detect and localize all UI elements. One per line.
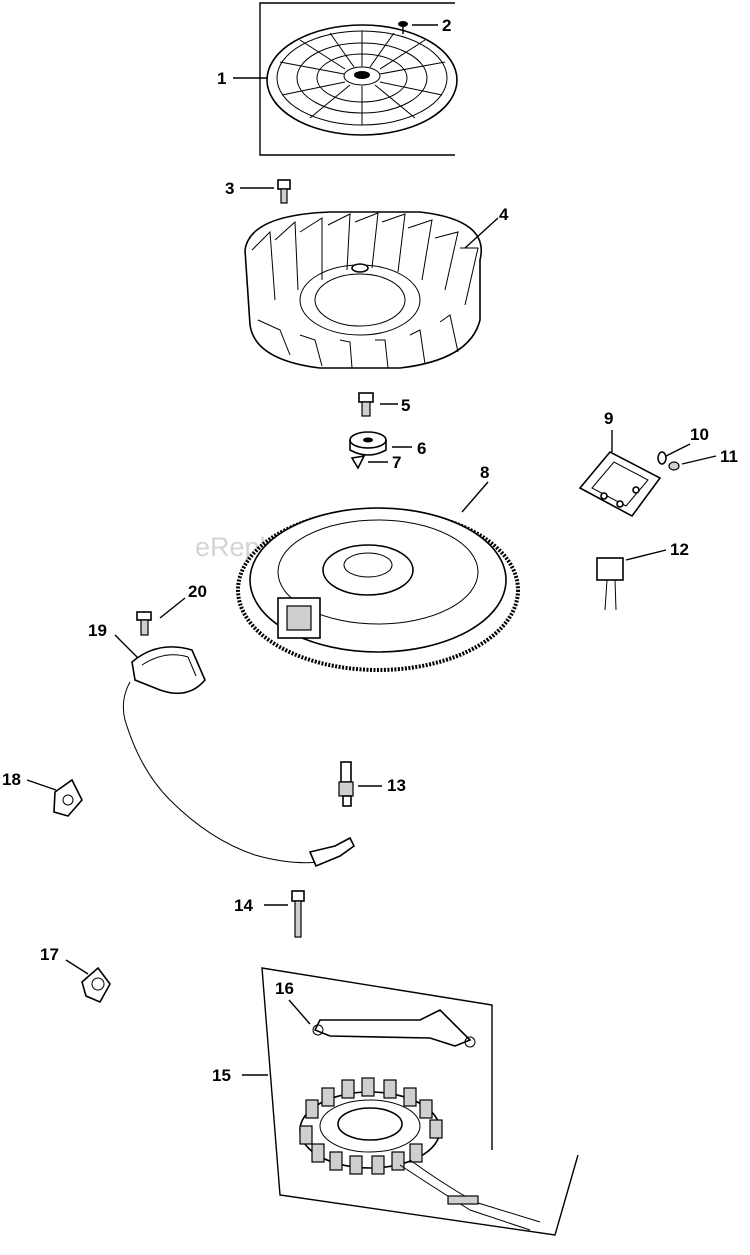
part-15-stator	[242, 967, 579, 1236]
part-12-connector	[596, 549, 667, 611]
callout-2: 2	[442, 16, 451, 35]
callout-5: 5	[401, 396, 410, 415]
part-9-rectifier	[578, 430, 662, 518]
part-16-ground-lead	[288, 999, 476, 1048]
callout-9: 9	[604, 409, 613, 428]
part-17-clip	[65, 959, 111, 1004]
callout-14: 14	[234, 896, 253, 915]
part-4-fan	[244, 211, 499, 369]
callout-8: 8	[480, 463, 489, 482]
callout-4: 4	[499, 205, 509, 224]
callout-18: 18	[2, 770, 21, 789]
callout-11: 11	[720, 447, 738, 466]
callout-13: 13	[387, 776, 406, 795]
part-20-screw	[136, 597, 186, 636]
part-18-clip	[26, 778, 83, 817]
part-2-screw	[398, 21, 438, 34]
callout-12: 12	[670, 540, 689, 559]
callout-19: 19	[88, 621, 107, 640]
callout-20: 20	[188, 582, 207, 601]
part-11-screw	[668, 455, 717, 471]
part-13-spark-plug	[338, 761, 382, 807]
callout-7: 7	[392, 453, 401, 472]
part-1-debris-screen	[233, 2, 458, 156]
callout-3: 3	[225, 179, 234, 198]
callout-16: 16	[275, 979, 294, 998]
part-19-ignition-module	[114, 634, 356, 868]
part-14-bolt	[264, 890, 305, 938]
part-5-bolt	[358, 392, 398, 417]
part-8-flywheel	[236, 481, 520, 672]
callout-1: 1	[217, 69, 226, 88]
callout-17: 17	[40, 945, 59, 964]
callout-10: 10	[690, 425, 709, 444]
part-3-bolt	[240, 179, 291, 204]
callout-6: 6	[417, 439, 426, 458]
part-7-key	[350, 454, 388, 470]
callout-15: 15	[212, 1066, 231, 1085]
part-6-washer	[349, 431, 412, 456]
part-10-washer	[657, 443, 691, 465]
